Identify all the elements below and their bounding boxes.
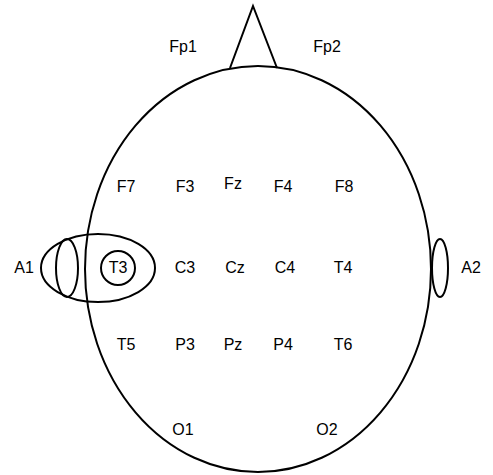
electrode-label: Pz [224, 337, 243, 353]
electrode-label: P4 [273, 337, 293, 353]
head-outline [85, 66, 431, 472]
electrode-label: C3 [175, 260, 195, 276]
electrode-label: T4 [334, 260, 353, 276]
electrode-label: O2 [316, 422, 337, 438]
electrode-label: T3 [109, 260, 128, 276]
electrode-label: T5 [117, 337, 136, 353]
electrode-label: A1 [14, 260, 34, 276]
nose-triangle [230, 6, 277, 68]
region-ellipse [41, 234, 155, 302]
electrode-label: T6 [334, 337, 353, 353]
ear-ellipse: A2 [431, 238, 449, 298]
electrode-label: F7 [117, 179, 136, 195]
electrode-label: P3 [175, 337, 195, 353]
electrode-label: Fp2 [313, 39, 341, 55]
electrode-circle: T3 [100, 250, 136, 286]
electrode-label: Fz [224, 176, 242, 192]
electrode-label: F3 [176, 179, 195, 195]
electrode-label: O1 [172, 422, 193, 438]
node-outline [55, 238, 79, 298]
electrode-label: A2 [461, 260, 481, 276]
electrode-label: F4 [274, 179, 293, 195]
electrode-label: F8 [335, 179, 354, 195]
electrode-label: C4 [275, 260, 295, 276]
electrode-label: Cz [225, 260, 245, 276]
ear-ellipse: A1 [55, 238, 79, 298]
electrode-label: Fp1 [169, 39, 197, 55]
node-outline [431, 238, 449, 298]
